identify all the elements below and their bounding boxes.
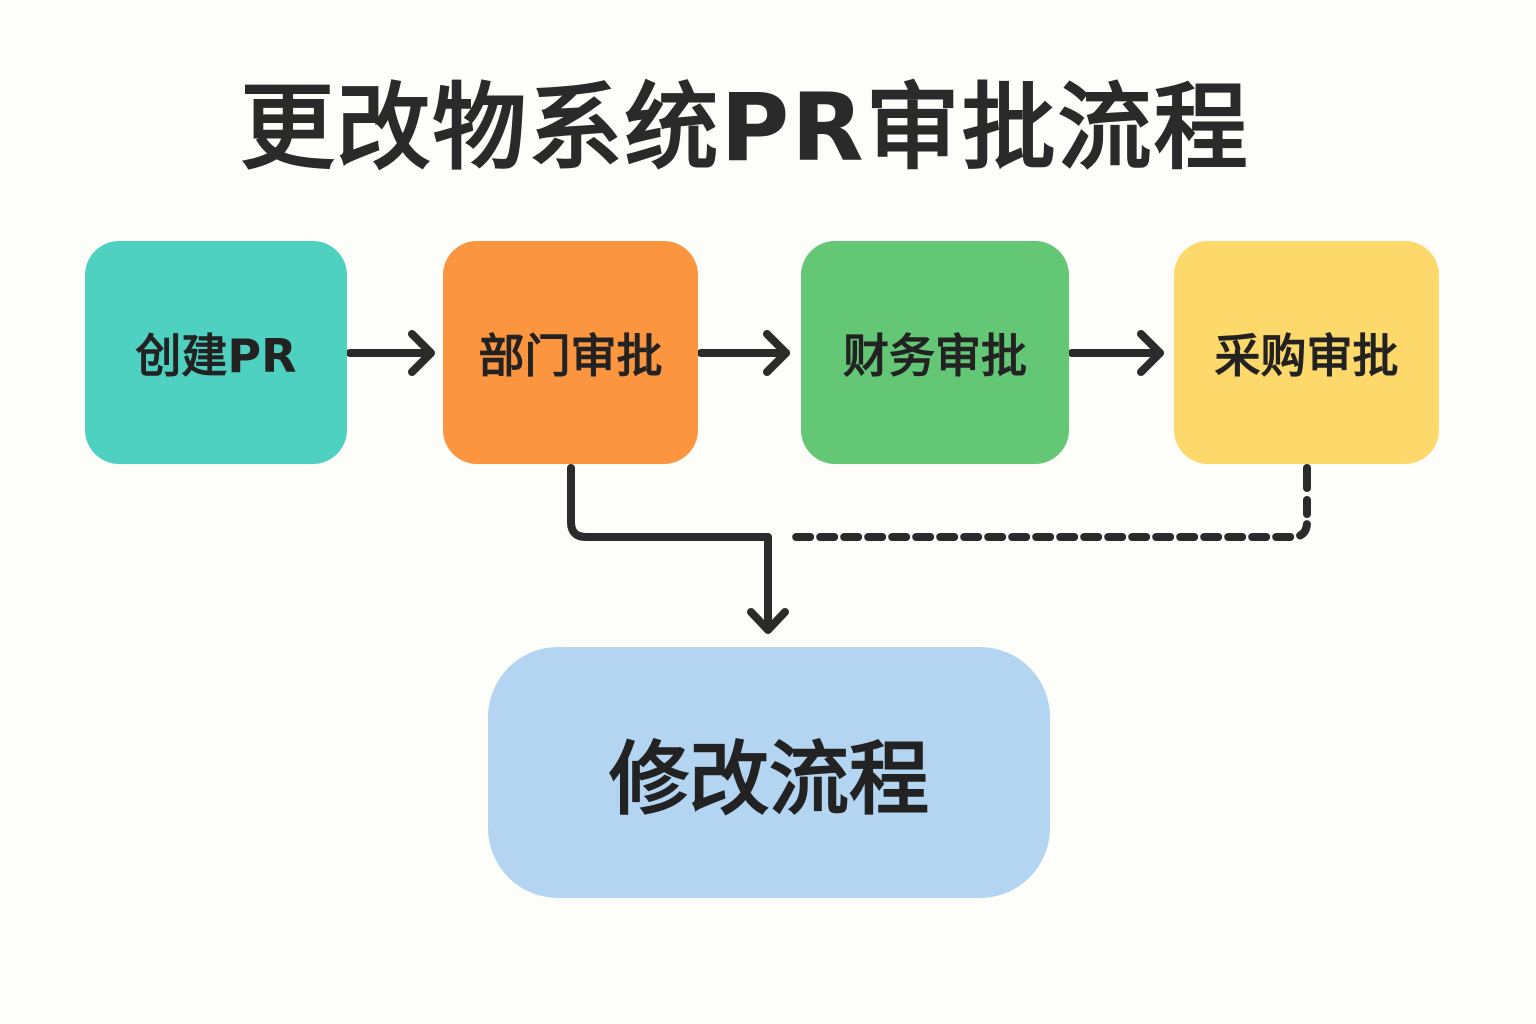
node-create-pr[interactable]: 创建PR (85, 241, 347, 464)
node-label: 采购审批 (1214, 328, 1399, 383)
node-dept-approval[interactable]: 部门审批 (443, 241, 698, 464)
edge-finance-to-purchase (1068, 330, 1164, 376)
node-purchase-approval[interactable]: 采购审批 (1174, 241, 1439, 464)
diagram-title: 更改物系统PR审批流程 (240, 74, 1250, 183)
node-label: 修改流程 (609, 732, 929, 826)
edge-dept-to-modify (567, 464, 789, 634)
node-modify-process[interactable]: 修改流程 (488, 647, 1050, 898)
edge-purchase-to-modify-dashed (786, 464, 1311, 541)
node-label: 财务审批 (843, 328, 1027, 383)
node-label: 部门审批 (478, 328, 663, 383)
node-label: 创建PR (135, 328, 297, 383)
edge-dept-to-finance (697, 330, 790, 376)
node-finance-approval[interactable]: 财务审批 (801, 241, 1069, 464)
edge-create-to-dept (346, 330, 435, 376)
